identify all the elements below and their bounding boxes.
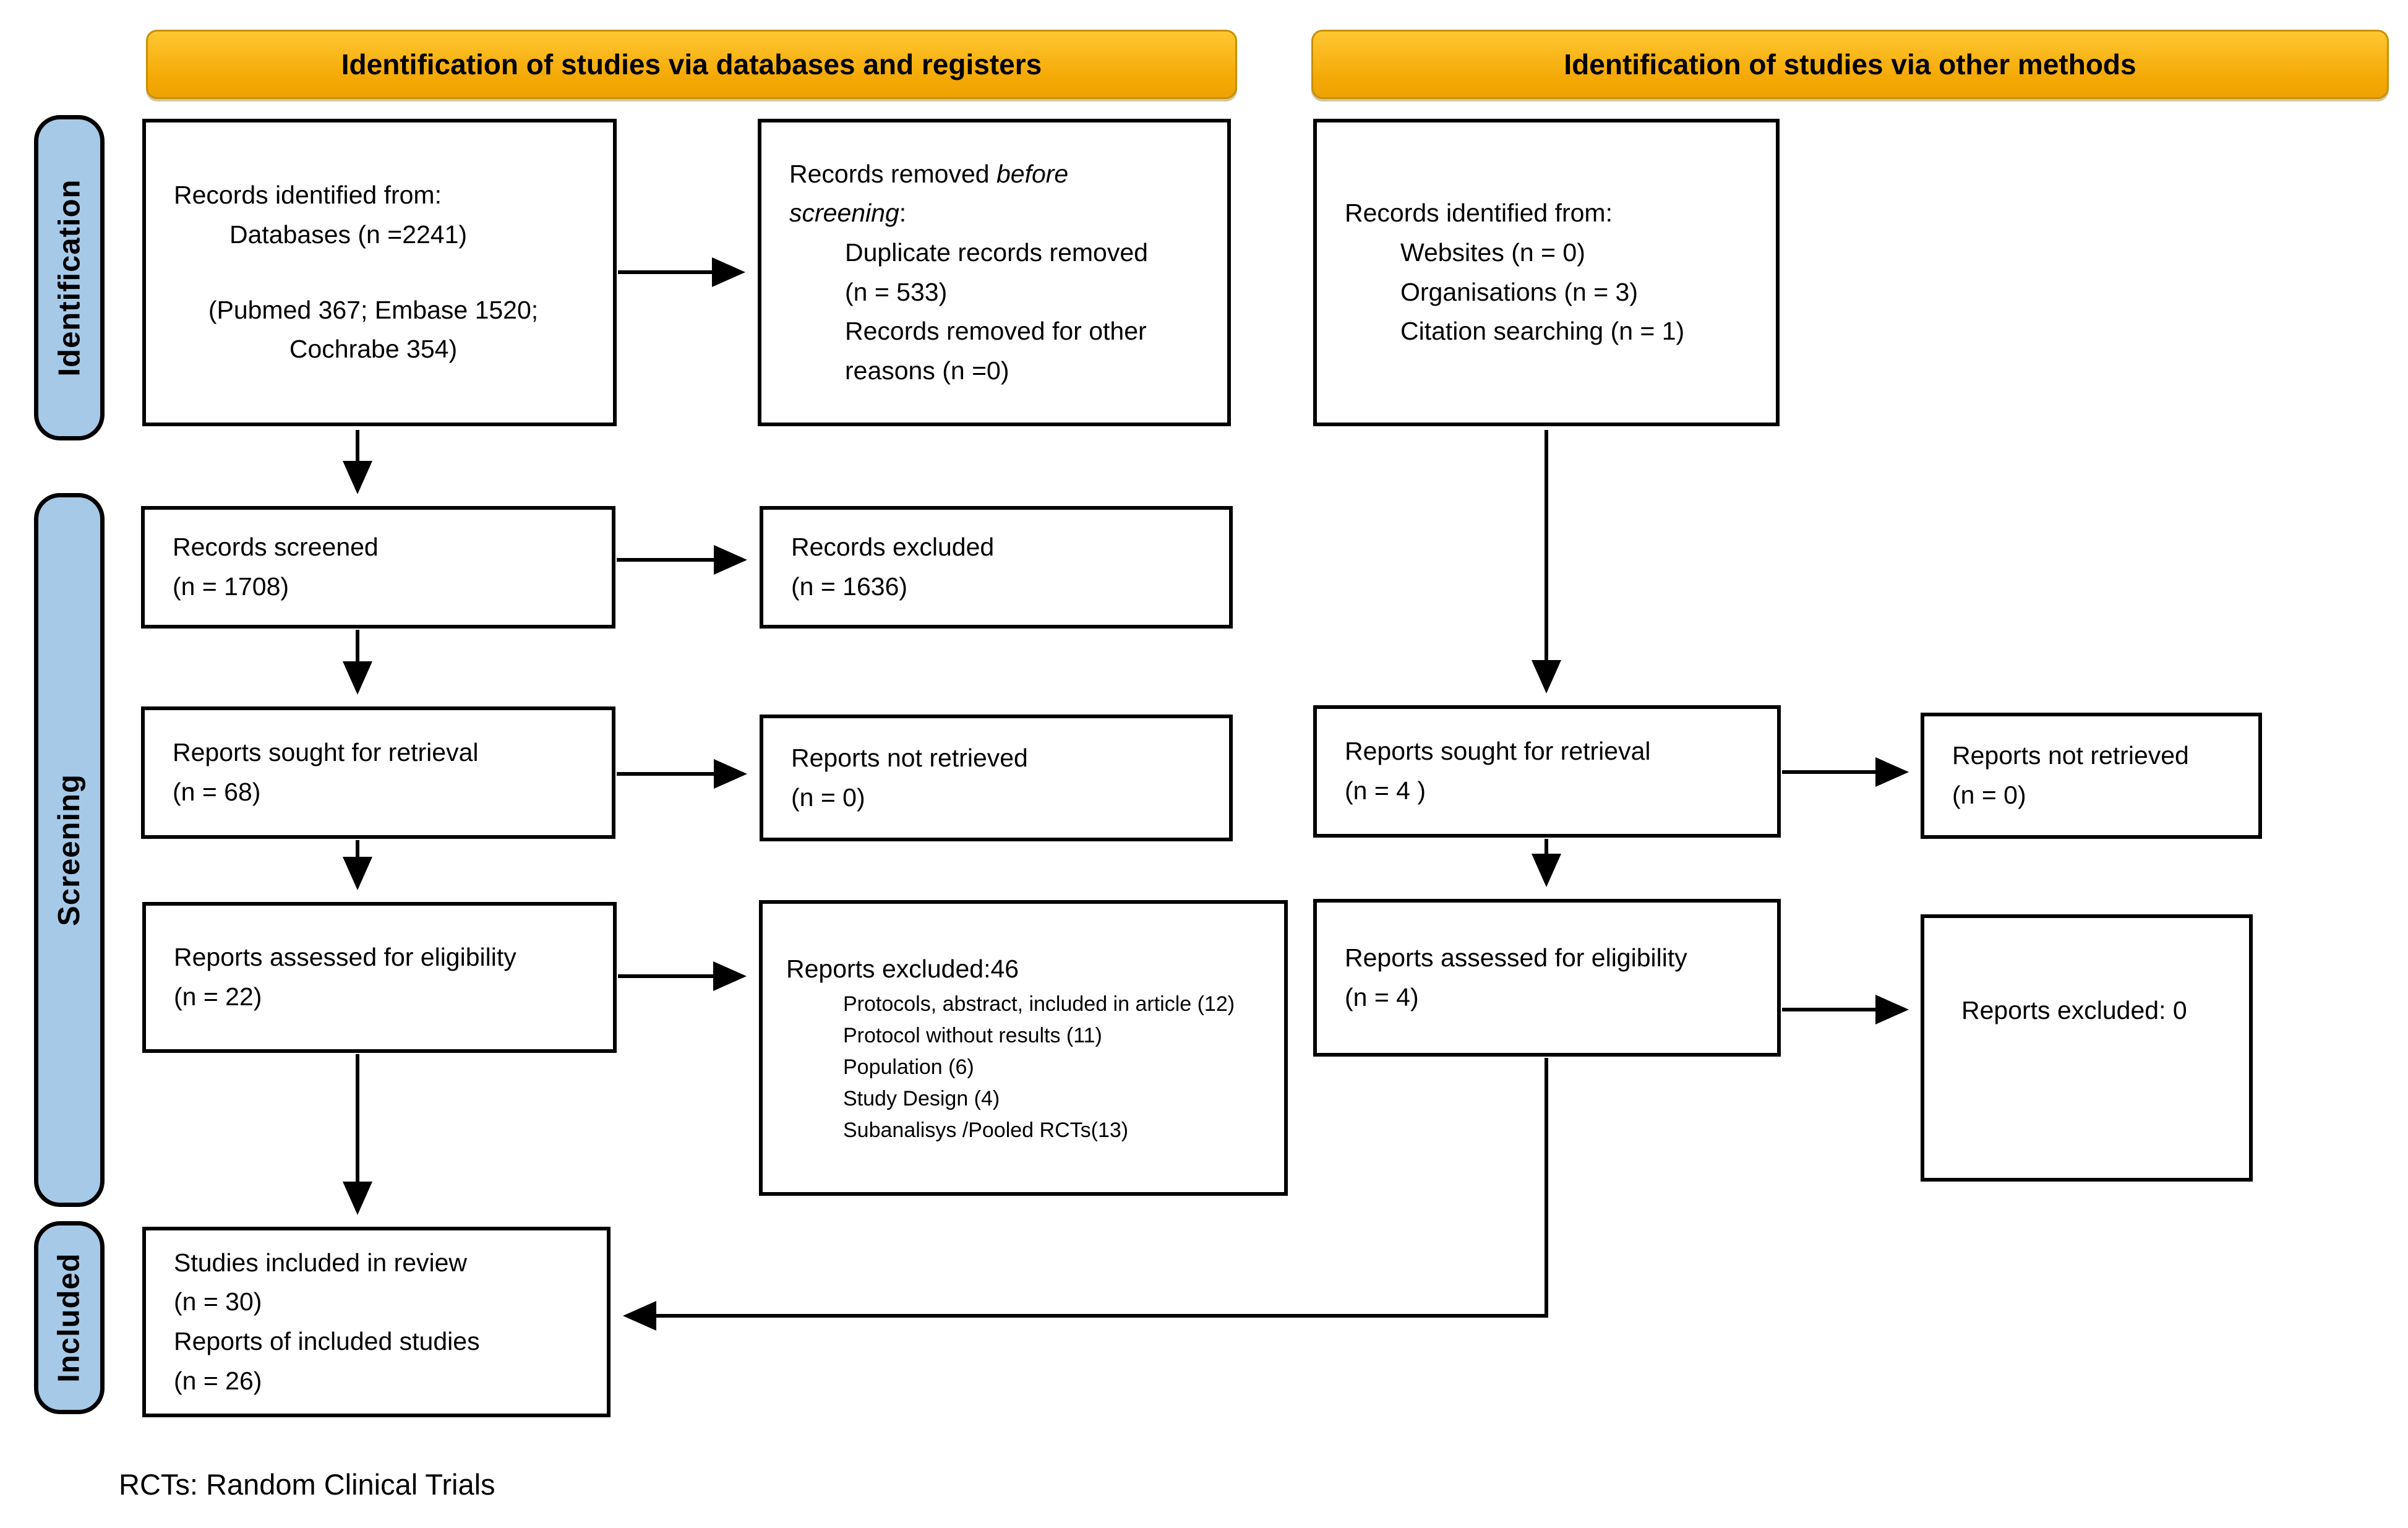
box-reports-assessed-databases: Reports assessed for eligibility (n = 22…: [142, 902, 617, 1053]
stage-screening: Screening: [34, 493, 105, 1207]
box-line: (n = 22): [174, 982, 262, 1011]
box-line: reasons (n =0): [845, 356, 1009, 385]
banner-other-methods: Identification of studies via other meth…: [1311, 30, 2389, 99]
box-reports-assessed-other: Reports assessed for eligibility (n = 4): [1313, 899, 1781, 1057]
box-line: Reports sought for retrieval: [1345, 737, 1651, 766]
box-line: Reports not retrieved: [1952, 741, 2189, 770]
box-line: (n = 0): [791, 783, 865, 812]
box-reports-not-retrieved-databases: Reports not retrieved (n = 0): [760, 715, 1233, 841]
box-reports-sought-databases: Reports sought for retrieval (n = 68): [141, 706, 615, 839]
box-line: (Pubmed 367; Embase 1520;: [208, 295, 539, 324]
box-line: (n = 68): [173, 778, 261, 806]
box-line: Reports assessed for eligibility: [1345, 943, 1687, 972]
box-reports-sought-other: Reports sought for retrieval (n = 4 ): [1313, 705, 1781, 838]
exclusion-reason: Population (6): [843, 1055, 974, 1079]
box-line: (n = 533): [845, 277, 948, 306]
box-records-screened: Records screened (n = 1708): [141, 506, 615, 629]
box-line: (n = 30): [174, 1287, 262, 1316]
spacer: [174, 255, 598, 291]
box-line: Records removed for other: [845, 317, 1147, 346]
box-line: screening:: [789, 199, 907, 228]
box-line: Reports excluded: 0: [1961, 996, 2187, 1024]
box-line: Records removed before: [789, 159, 1069, 188]
banner-label: Identification of studies via databases …: [341, 48, 1042, 80]
box-line: Organisations (n = 3): [1400, 277, 1638, 306]
box-line: Studies included in review: [174, 1248, 468, 1277]
box-line: Duplicate records removed: [845, 238, 1148, 267]
exclusion-reason: Subanalisys /Pooled RCTs(13): [843, 1118, 1129, 1143]
box-line: (n = 1636): [791, 572, 908, 601]
box-line: (n = 1708): [173, 572, 289, 601]
box-reports-excluded-other: Reports excluded: 0: [1921, 914, 2253, 1182]
box-reports-excluded-databases: Reports excluded:46 Protocols, abstract,…: [759, 900, 1288, 1196]
box-line: (n = 0): [1952, 781, 2026, 809]
box-line: (n = 26): [174, 1366, 262, 1395]
exclusion-reason: Protocol without results (11): [843, 1024, 1102, 1048]
box-line: Records screened: [173, 533, 379, 562]
box-records-identified-databases: Records identified from: Databases (n =2…: [142, 119, 617, 426]
box-studies-included: Studies included in review (n = 30) Repo…: [142, 1227, 611, 1417]
box-records-removed-before-screening: Records removed before screening: Duplic…: [758, 119, 1231, 426]
box-records-identified-other: Records identified from: Websites (n = 0…: [1313, 119, 1780, 426]
exclusion-reason: Protocols, abstract, included in article…: [843, 992, 1235, 1016]
box-title: Reports excluded:46: [786, 954, 1019, 983]
banner-databases-registers: Identification of studies via databases …: [146, 30, 1237, 99]
box-line: Reports not retrieved: [791, 743, 1028, 772]
footnote-rcts: RCTs: Random Clinical Trials: [119, 1468, 495, 1501]
exclusion-reason: Study Design (4): [843, 1087, 1000, 1111]
banner-label: Identification of studies via other meth…: [1564, 48, 2136, 80]
box-line: Websites (n = 0): [1400, 238, 1585, 267]
box-line: Reports sought for retrieval: [173, 738, 479, 767]
box-reports-not-retrieved-other: Reports not retrieved (n = 0): [1921, 713, 2262, 839]
box-line: Records excluded: [791, 533, 995, 562]
box-line: Cochrabe 354): [289, 335, 458, 364]
box-line: Citation searching (n = 1): [1400, 317, 1685, 346]
box-line: Records identified from:: [1345, 199, 1613, 228]
box-line: Reports of included studies: [174, 1327, 480, 1355]
box-records-excluded: Records excluded (n = 1636): [760, 506, 1233, 629]
stage-identification: Identification: [34, 115, 105, 440]
box-line: (n = 4): [1345, 982, 1419, 1011]
box-line: Reports assessed for eligibility: [174, 943, 516, 972]
box-line: (n = 4 ): [1345, 776, 1426, 805]
box-line: Records identified from:: [174, 181, 442, 210]
box-line: Databases (n =2241): [229, 220, 468, 249]
stage-included: Included: [34, 1221, 105, 1414]
